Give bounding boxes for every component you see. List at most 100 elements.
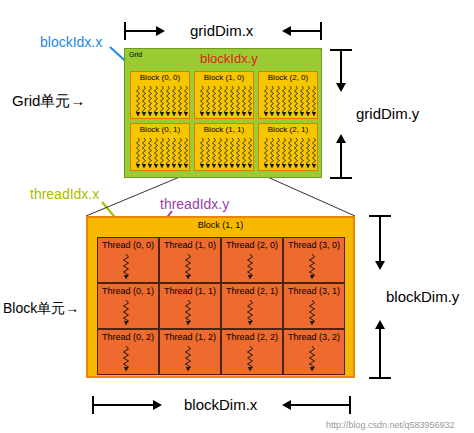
squiggle-head [306,164,310,169]
label-holder: gridDim.x [190,22,253,39]
thread-squiggle [237,86,240,115]
thread-squiggle [219,138,222,167]
squiggle-head [136,164,140,169]
block-box: Block (1, 1) [194,123,254,171]
label-holder: threadIdx.x [30,186,99,202]
squiggle-head [178,164,182,169]
griddim-y-heads [336,83,346,143]
block-label: Block (0, 1) [131,126,189,135]
box-title: Block (1, 1) [88,221,353,231]
thread-box: Thread (0, 1) [97,283,159,329]
thread-box: Thread (3, 1) [283,283,345,329]
squiggle-head [218,164,222,169]
label-holder: blockIdx.x [40,34,102,50]
block-box: Block (2, 0) [258,71,318,119]
index-label: threadIdx.x [30,186,99,202]
label-holder: blockIdx.y [200,52,258,67]
thread-squiggle [225,138,228,167]
squiggle-head [206,164,210,169]
thread-label: Thread (2, 2) [222,333,282,343]
squiggle-head [212,112,216,117]
thread-squiggle [277,86,280,115]
thread-squiggle [237,138,240,167]
thread-squiggle [201,138,204,167]
thread-label: Thread (3, 2) [284,333,344,343]
squiggle-head [264,164,268,169]
thread-label: Thread (1, 2) [160,333,220,343]
grid-box: GridBlock (0, 0)Block (1, 0)Block (2, 0)… [124,48,322,178]
block-label: Block (2, 0) [259,74,317,83]
thread-squiggle [313,138,316,167]
thread-squiggle [179,138,182,167]
thread-squiggle [310,300,315,324]
thread-squiggle [248,300,253,324]
squiggle-head [148,164,152,169]
block-box: Block (0, 1) [130,123,190,171]
thread-label: Thread (2, 1) [222,287,282,297]
thread-label: Thread (0, 2) [98,333,158,343]
thread-box: Thread (3, 2) [283,329,345,375]
thread-squiggle [277,138,280,167]
squiggle-head [172,112,176,117]
thread-squiggle [124,300,129,324]
block-detail-box: Block (1, 1)Thread (0, 0)Thread (1, 0)Th… [86,216,355,378]
thread-squiggle [271,86,274,115]
squiggle-head [248,164,252,169]
block-box: Block (0, 0) [130,71,190,119]
squiggle-head [160,112,164,117]
squiggle-head [224,164,228,169]
dimension-label: gridDim.x [190,22,253,39]
thread-box: Thread (2, 2) [221,329,283,375]
thread-squiggle [124,254,129,278]
label-holder: http://blog.csdn.net/q583956932 [326,420,455,430]
squiggle-head [242,164,246,169]
thread-box: Thread (2, 1) [221,283,283,329]
thread-squiggle [301,86,304,115]
squiggle-head [124,367,128,372]
thread-squiggle [307,138,310,167]
thread-squiggle [161,138,164,167]
thread-label: Thread (0, 0) [98,241,158,251]
thread-squiggle [149,86,152,115]
thread-squiggle [186,300,191,324]
thread-box: Thread (2, 0) [221,237,283,283]
squiggle-head [186,275,190,280]
thread-squiggle [295,138,298,167]
squiggle-head [248,112,252,117]
thread-squiggle [207,138,210,167]
squiggle-head [184,112,188,117]
thread-squiggle [173,138,176,167]
thread-squiggle [243,138,246,167]
blockdim-y-heads [375,261,385,329]
squiggle-head [310,321,314,326]
thread-squiggle [271,138,274,167]
thread-label: Thread (1, 0) [160,241,220,251]
thread-squiggle [248,254,253,278]
squiggle-head [230,164,234,169]
thread-squiggle [295,86,298,115]
thread-squiggle [207,86,210,115]
thread-squiggle [231,86,234,115]
thread-label: Thread (0, 1) [98,287,158,297]
squiggle-head [312,112,316,117]
squiggle-head [248,367,252,372]
thread-squiggle [310,254,315,278]
thread-squiggle [248,346,253,370]
squiggle-head [288,112,292,117]
thread-box: Thread (0, 2) [97,329,159,375]
thread-squiggle [310,346,315,370]
thread-squiggle [149,138,152,167]
thread-squiggle [289,86,292,115]
squiggle-head [282,164,286,169]
label-holder: threadIdx.y [160,196,229,212]
watermark: http://blog.csdn.net/q583956932 [326,420,455,430]
block-label: Block (2, 1) [259,126,317,135]
squiggle-head [300,164,304,169]
squiggle-head [242,112,246,117]
squiggle-head [166,164,170,169]
thread-squiggle [307,86,310,115]
thread-squiggle [213,138,216,167]
thread-squiggle [243,86,246,115]
unit-label: Block单元→ [3,300,79,316]
squiggle-head [294,112,298,117]
